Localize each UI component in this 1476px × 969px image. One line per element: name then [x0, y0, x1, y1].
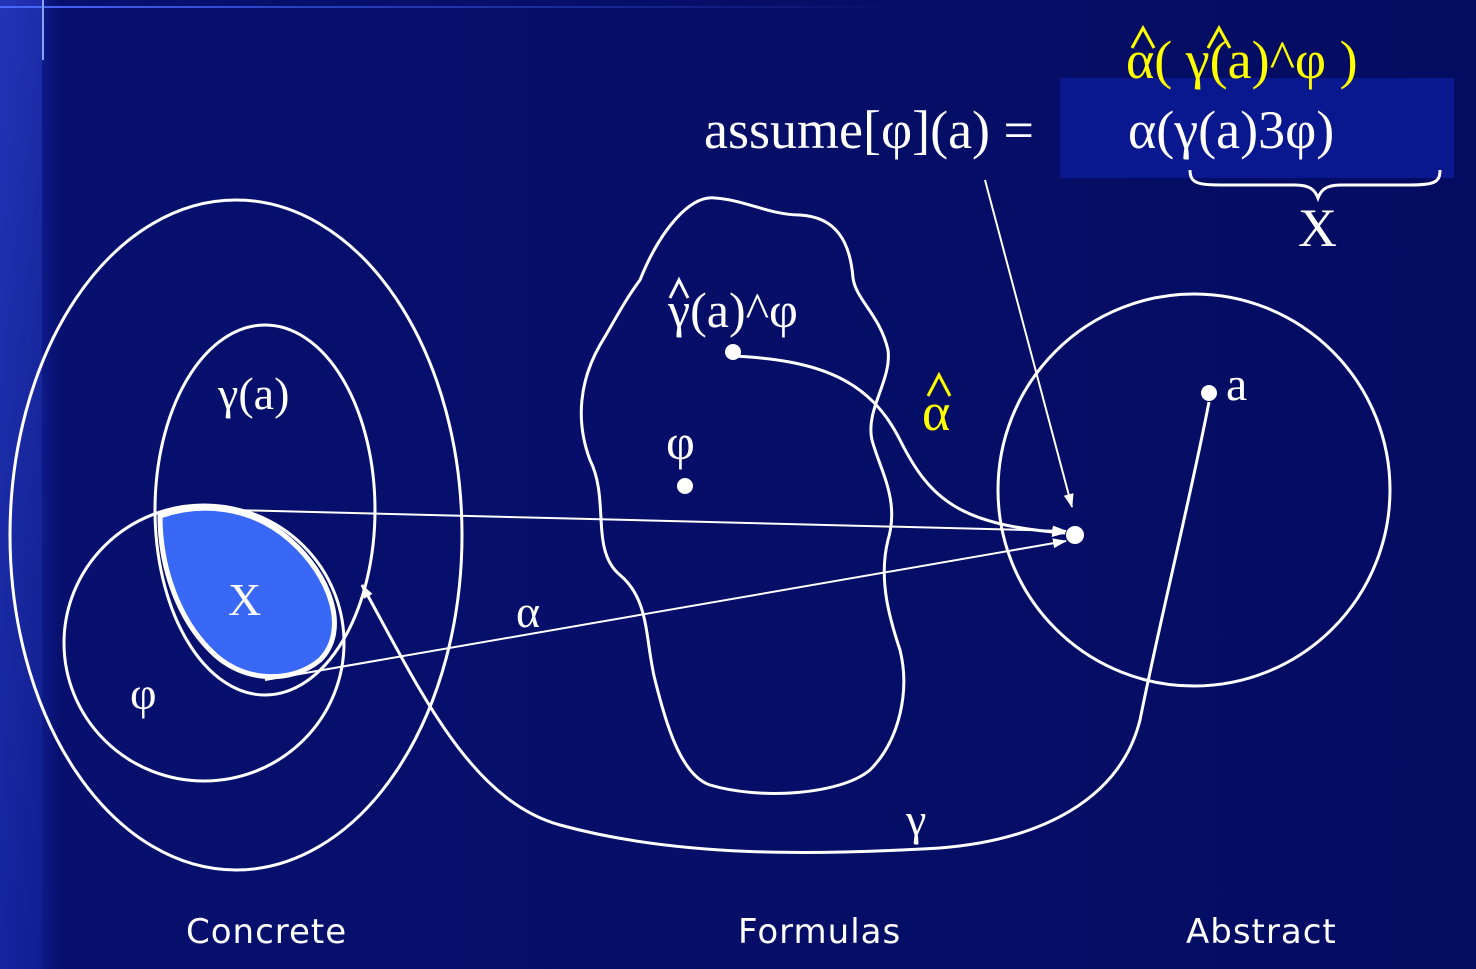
section-abstract: Abstract: [1186, 912, 1337, 952]
x-region-label: X: [228, 574, 262, 625]
formulas-cloud: [579, 196, 906, 795]
concrete-outer-ellipse: [8, 198, 464, 872]
phi-formula-label: φ: [666, 414, 695, 470]
gamma-a-label: γ(a): [218, 368, 290, 419]
alpha-arrow-label: α: [516, 586, 541, 637]
hat-alpha-top: [1130, 24, 1156, 49]
hat-gamma-formula: [668, 276, 690, 299]
formula-rhs: α(γ(a)3φ): [1128, 100, 1335, 160]
a-point: [1201, 385, 1217, 401]
alpha-hat-arrow: [732, 354, 1066, 537]
formula-lhs: assume[φ](a) =: [704, 100, 1034, 160]
gamma-arrow-label: γ: [906, 794, 927, 845]
gamma-arrow: [360, 401, 1211, 855]
top-accent-line: [0, 6, 1476, 8]
gamma-hat-formula-label: γ(a)^φ: [668, 282, 798, 338]
alpha-hat-label: α: [922, 382, 951, 442]
corner-accent-line: [42, 0, 44, 60]
result-point: [1066, 526, 1084, 544]
section-concrete: Concrete: [186, 912, 348, 952]
alpha-arrow-top: [231, 509, 1067, 536]
formula-highlight-box: [1060, 78, 1454, 178]
hat-alpha-label: [926, 371, 952, 397]
formula-top: α( γ(a)^φ ): [1126, 30, 1358, 90]
left-accent-bar: [0, 0, 42, 969]
section-formulas: Formulas: [738, 912, 902, 952]
phi-concrete-ellipse: [62, 503, 346, 783]
alpha-arrow-bottom: [264, 538, 1067, 681]
abstract-point-label: a: [1226, 358, 1248, 411]
brace-label: X: [1298, 198, 1337, 258]
assume-arrow: [984, 179, 1074, 508]
abstract-circle: [996, 292, 1392, 688]
phi-point: [677, 478, 693, 494]
hat-gamma-top: [1206, 24, 1232, 49]
gamma-a-ellipse: [153, 323, 377, 697]
phi-set-label: φ: [130, 668, 157, 719]
formula-brace: [1188, 169, 1442, 203]
x-region: [157, 505, 337, 680]
